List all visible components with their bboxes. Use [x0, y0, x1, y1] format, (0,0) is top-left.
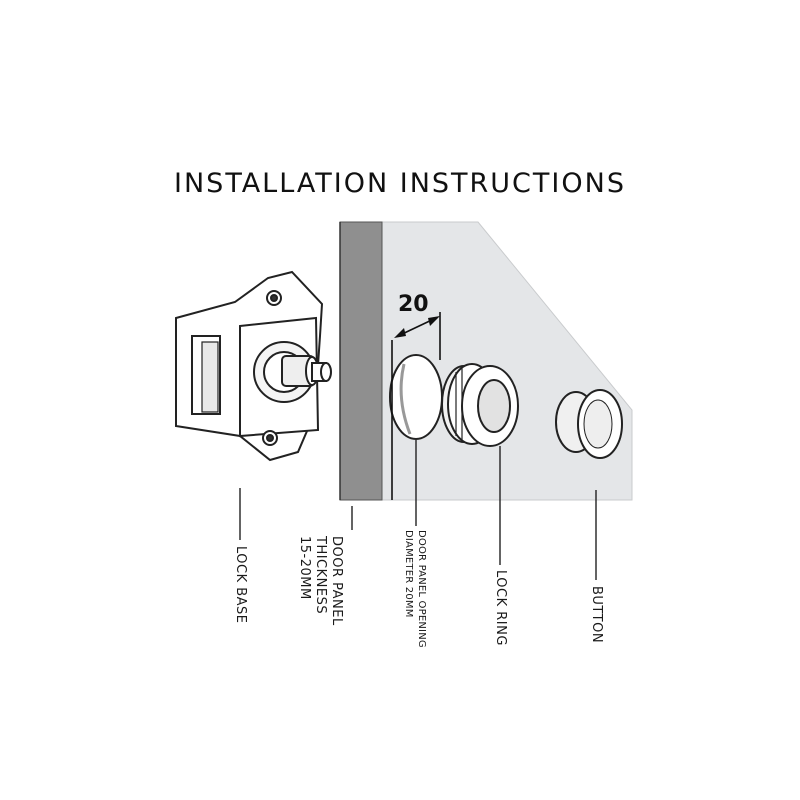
label-door-panel-opening: DOOR PANEL OPENING DIAMETER 20MM: [403, 530, 427, 648]
dimension-marker: [391, 312, 441, 500]
button-drawing: [555, 389, 623, 459]
label-lock-ring: LOCK RING: [493, 570, 508, 646]
panel-opening-drawing: [389, 354, 443, 440]
dimension-label: 20: [398, 292, 429, 317]
lock-base-drawing: [175, 270, 332, 462]
lock-ring-drawing: [441, 363, 519, 447]
label-door-panel-thickness: DOOR PANEL THICKNESS 15-20MM: [297, 536, 344, 626]
leader-lines: [239, 440, 597, 580]
door-panel-edge: [339, 221, 383, 501]
label-button: BUTTON: [589, 586, 604, 644]
diagram-title: INSTALLATION INSTRUCTIONS: [174, 168, 626, 199]
label-lock-base: LOCK BASE: [233, 546, 248, 624]
